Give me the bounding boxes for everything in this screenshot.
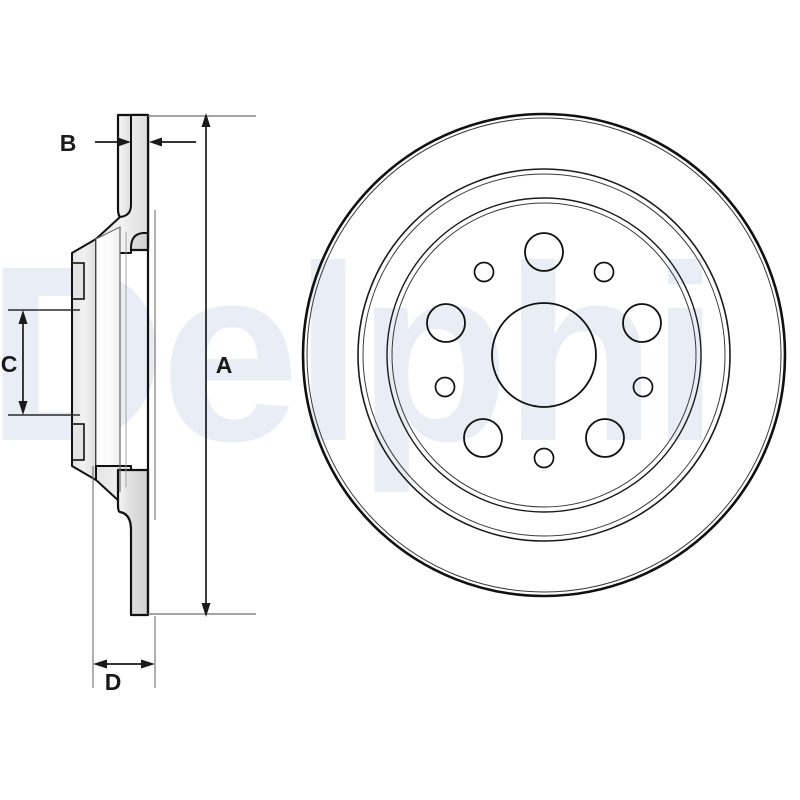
small-hole xyxy=(434,376,456,398)
section-inner-web xyxy=(95,226,121,493)
centre-bore-circle xyxy=(491,302,597,408)
friction-surface-inner-ring xyxy=(357,168,731,542)
friction-surface-inner-ring-2 xyxy=(362,173,726,537)
dimension-a-arrow-top xyxy=(201,113,211,127)
bolt-hole-large xyxy=(524,232,564,272)
small-hole xyxy=(533,447,555,469)
dimension-b-arrow-left xyxy=(118,137,131,147)
dimension-d-arrow-left xyxy=(93,659,107,669)
section-rim-lower-block xyxy=(116,468,150,617)
hat-outer-ring xyxy=(386,197,702,513)
dimension-a-group: A xyxy=(201,113,233,617)
bolt-hole-large xyxy=(426,303,466,343)
bolt-hole-large xyxy=(622,303,662,343)
dimension-c-arrow-top xyxy=(18,310,28,324)
dimension-b-group: B xyxy=(60,130,196,156)
cross-section-view xyxy=(8,113,256,688)
bolt-hole-large xyxy=(463,418,503,458)
hat-outer-ring-2 xyxy=(391,202,697,508)
small-hole xyxy=(632,376,654,398)
section-flange-nub-top xyxy=(71,262,85,300)
dimension-label-c: C xyxy=(1,351,18,377)
dimension-d-arrow-right xyxy=(141,659,155,669)
disc-face-view xyxy=(301,112,787,598)
dimension-a-arrow-bottom xyxy=(201,603,211,617)
bolt-hole-large xyxy=(585,418,625,458)
dimension-label-b: B xyxy=(60,130,77,156)
small-hole xyxy=(473,261,495,283)
dimension-c-group: C xyxy=(1,310,28,415)
disc-outer-edge-circle xyxy=(301,112,787,598)
dimension-label-a: A xyxy=(216,352,233,378)
dimension-d-group: D xyxy=(93,659,155,695)
dimension-c-arrow-bottom xyxy=(18,401,28,415)
section-flange-nub-bottom xyxy=(71,423,85,461)
disc-chamfer-ring xyxy=(306,117,782,593)
dimension-label-d: D xyxy=(105,669,122,695)
dimension-b-arrow-right xyxy=(149,137,162,147)
small-hole xyxy=(593,261,615,283)
